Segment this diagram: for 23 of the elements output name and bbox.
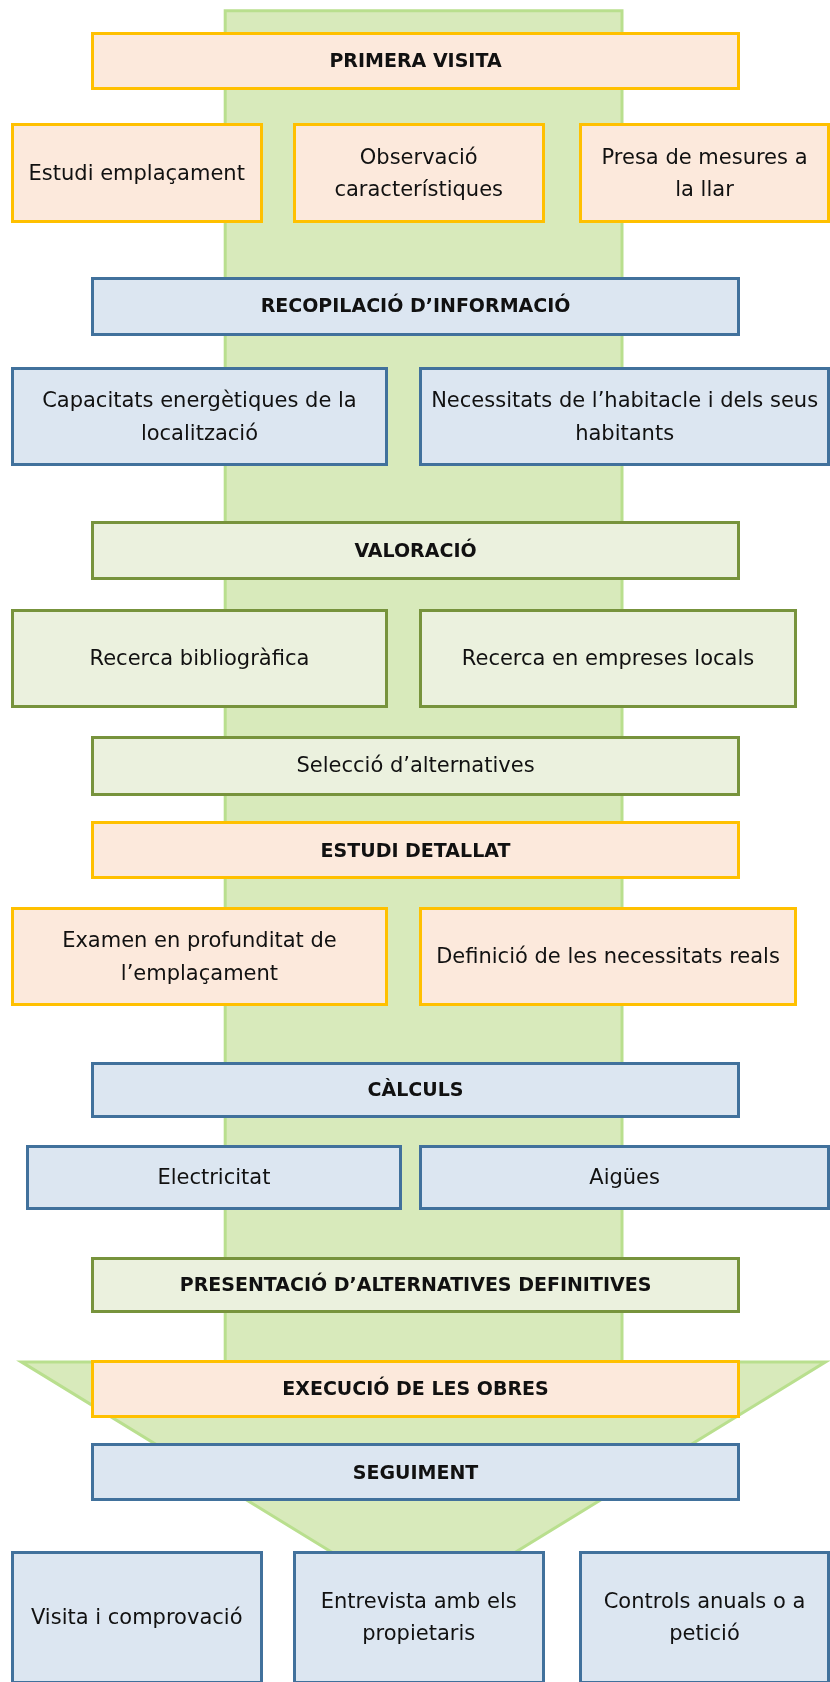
step-box: Recerca en empreses locals — [419, 609, 797, 708]
step-box: Electricitat — [25, 1145, 403, 1210]
stage-heading-box: VALORACIÓ — [91, 521, 740, 581]
stage-heading-box: RECOPILACIÓ D’INFORMACIÓ — [91, 276, 740, 336]
step-box: Observació característiques — [292, 123, 545, 224]
step-box: Capacitats energètiques de la localització — [10, 366, 389, 467]
stage-heading-box: SEGUIMENT — [91, 1443, 740, 1502]
stage-heading-box: ESTUDI DETALLAT — [91, 821, 740, 880]
step-box: Presa de mesures a la llar — [579, 123, 830, 224]
step-box: Entrevista amb els propietaris — [292, 1550, 545, 1682]
stage-heading-box: PRESENTACIÓ D’ALTERNATIVES DEFINITIVES — [91, 1256, 740, 1313]
step-box: Recerca bibliogràfica — [10, 609, 389, 708]
step-box: Aigües — [419, 1145, 830, 1210]
step-box: Selecció d’alternatives — [91, 735, 740, 796]
step-box: Visita i comprovació — [10, 1550, 263, 1682]
stage-heading-box: EXECUCIÓ DE LES OBRES — [91, 1359, 740, 1418]
stage-heading-box: PRIMERA VISITA — [91, 32, 740, 91]
step-box: Estudi emplaçament — [10, 123, 263, 224]
step-box: Definició de les necessitats reals — [419, 907, 797, 1006]
stage-heading-box: CÀLCULS — [91, 1061, 740, 1119]
step-box: Examen en profunditat de l’emplaçament — [10, 907, 389, 1006]
step-box: Necessitats de l’habitacle i dels seus habitants — [419, 366, 830, 467]
step-box: Controls anuals o a petició — [579, 1550, 830, 1682]
